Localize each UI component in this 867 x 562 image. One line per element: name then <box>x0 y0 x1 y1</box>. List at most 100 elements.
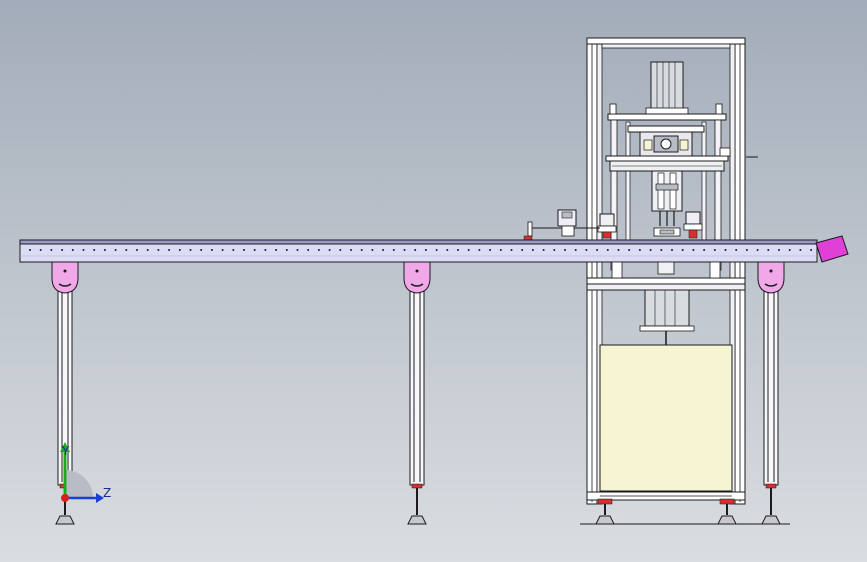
rail-dot <box>71 249 74 251</box>
rail-dot <box>478 249 481 251</box>
rail-dot <box>499 249 502 251</box>
rail-dot <box>285 249 288 251</box>
rail-dot <box>585 249 588 251</box>
rail-dot <box>157 249 160 251</box>
frame-foot-right <box>717 498 737 525</box>
rail-dot <box>360 249 363 251</box>
rail-dot <box>638 249 641 251</box>
rail-dot <box>521 249 524 251</box>
rail-dot <box>446 249 449 251</box>
rail-dot <box>660 249 663 251</box>
rail-dot <box>296 249 299 251</box>
rail-dot <box>93 249 96 251</box>
rail-dot <box>414 249 417 251</box>
rail-dot <box>606 249 609 251</box>
outfeed-chute <box>815 235 849 263</box>
clamp-block-left <box>597 213 617 239</box>
rail-dot <box>275 249 278 251</box>
rail-dot <box>146 249 149 251</box>
rail-dot <box>61 249 64 251</box>
rail-dot <box>403 249 406 251</box>
rail-dot <box>39 249 42 251</box>
rail-dot <box>328 249 331 251</box>
rail-dot <box>810 249 813 251</box>
rail-dot <box>467 249 470 251</box>
nozzle-head <box>651 170 683 226</box>
rail-dot <box>125 249 128 251</box>
rail-dot <box>788 249 791 251</box>
leg-bracket <box>403 261 431 294</box>
leg-bracket <box>51 261 79 294</box>
rail-dot <box>221 249 224 251</box>
rail-dot <box>103 249 106 251</box>
rail-dot <box>756 249 759 251</box>
rail-dot <box>382 249 385 251</box>
clamp-block-right <box>683 211 703 239</box>
rail-dot-row <box>29 249 813 251</box>
rail-dot <box>692 249 695 251</box>
rail-dot <box>564 249 566 251</box>
rail-dot <box>168 249 171 251</box>
top-plate <box>607 103 727 121</box>
rail-dot <box>617 249 620 251</box>
rail-dot <box>307 249 310 251</box>
second-plate <box>627 125 705 157</box>
rail-dot <box>542 249 545 251</box>
rail-dot <box>767 249 770 251</box>
rail-dot <box>339 249 342 251</box>
conveyor-leg-middle <box>407 284 427 525</box>
rail-dot <box>574 249 577 251</box>
rail-dot <box>703 249 706 251</box>
conveyor-leg-right <box>761 284 781 525</box>
clamp-block-center <box>653 227 681 237</box>
rail-dot <box>243 249 245 251</box>
frame-foot-left <box>595 498 615 525</box>
rail-dot <box>200 249 203 251</box>
rail-dot <box>510 249 513 251</box>
rail-dot <box>671 249 673 251</box>
rail-dot <box>350 249 352 251</box>
axis-z-label: Z <box>103 486 111 500</box>
conveyor-rail <box>19 239 818 263</box>
rail-dot <box>713 249 716 251</box>
rail-dot <box>232 249 235 251</box>
top-cylinder <box>645 61 689 115</box>
cabinet-panel <box>599 344 733 492</box>
rail-dot <box>457 249 459 251</box>
rail-dot <box>649 249 652 251</box>
rail-dot <box>136 249 138 251</box>
lower-cylinder <box>639 289 695 345</box>
rail-dot <box>745 249 748 251</box>
rail-dot <box>596 249 599 251</box>
rail-dot <box>531 249 534 251</box>
rail-dot <box>210 249 213 251</box>
rail-dot <box>435 249 438 251</box>
rail-dot <box>50 249 53 251</box>
cross-beam <box>605 147 758 172</box>
rail-dot <box>264 249 267 251</box>
rail-dot <box>189 249 192 251</box>
rail-dot <box>371 249 374 251</box>
machine-frame <box>586 37 746 505</box>
rail-dot <box>178 249 181 251</box>
rail-dot <box>553 249 556 251</box>
axis-y-label: Y <box>61 444 70 458</box>
rail-dot <box>735 249 738 251</box>
leg-bracket <box>757 261 785 294</box>
rail-dot <box>392 249 395 251</box>
infeed-sensor <box>523 209 600 241</box>
axis-triad: Y Z <box>60 442 111 503</box>
rail-dot <box>82 249 85 251</box>
leg-brackets <box>51 261 785 294</box>
rail-dot <box>29 249 31 251</box>
rail-dot <box>253 249 256 251</box>
rail-dot <box>628 249 631 251</box>
rail-dot <box>114 249 117 251</box>
rail-dot <box>489 249 492 251</box>
rail-dot <box>424 249 427 251</box>
rail-dot <box>681 249 684 251</box>
rail-dot <box>778 249 780 251</box>
rail-dot <box>317 249 320 251</box>
